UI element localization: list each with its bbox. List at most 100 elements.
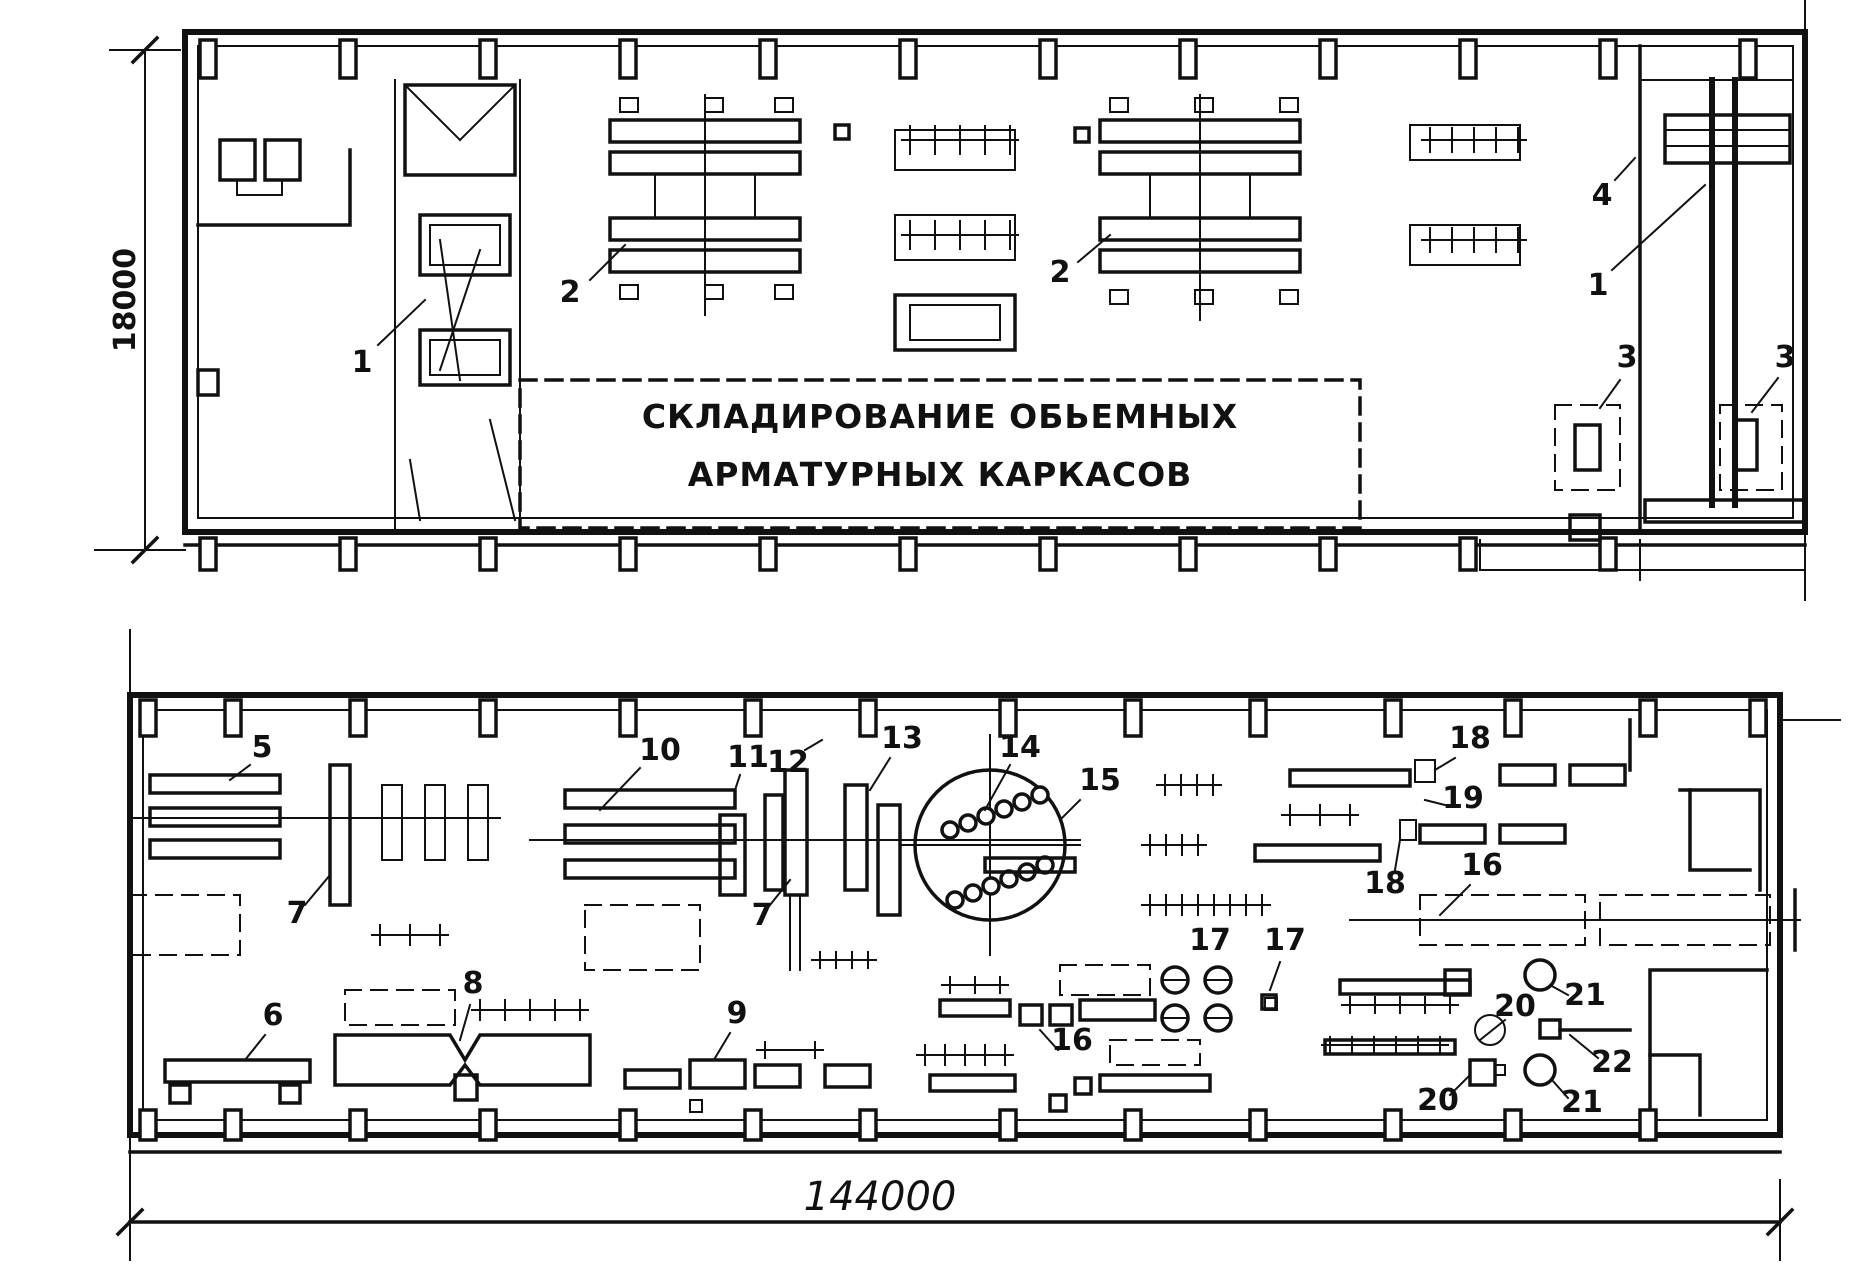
wall-column [1248, 698, 1268, 738]
wall-column [743, 1108, 763, 1142]
wall-column [478, 698, 498, 738]
callout-label: 18 [1449, 721, 1491, 756]
wall-column [898, 38, 918, 80]
bottom-rack-ticks [371, 774, 1459, 1066]
callout-label: 20 [1494, 989, 1536, 1024]
top-wall-columns [198, 38, 1758, 572]
wall-column [758, 536, 778, 572]
leader-line [1058, 798, 1082, 822]
wall-column [1503, 698, 1523, 738]
wall-column [138, 1108, 158, 1142]
wall-column [1123, 1108, 1143, 1142]
wall-column [348, 698, 368, 738]
wall-column [338, 38, 358, 80]
callout-label: 13 [881, 721, 923, 756]
callout-label: 14 [999, 730, 1041, 765]
wall-column [1038, 536, 1058, 572]
leader-line [598, 766, 642, 812]
leader-line [983, 763, 1012, 812]
leader-line [228, 763, 252, 782]
leader-line [1610, 183, 1707, 272]
callout-label: 21 [1564, 978, 1606, 1013]
leader-line [1038, 1028, 1060, 1052]
length-dimension-text: 144000 [804, 1174, 957, 1220]
wall-column [348, 1108, 368, 1142]
leader-line [1750, 376, 1780, 414]
wall-column [1638, 1108, 1658, 1142]
wall-column [198, 536, 218, 572]
fan-box [1260, 993, 1278, 1011]
wall-column [1638, 698, 1658, 738]
callout-label: 5 [252, 730, 273, 765]
wall-column [618, 38, 638, 80]
storage-label-line1: СКЛАДИРОВАНИЕ ОБЬЕМНЫХ [642, 397, 1238, 436]
wall-column [858, 1108, 878, 1142]
leader-line [1433, 756, 1457, 772]
wall-column [223, 1108, 243, 1142]
wall-column [138, 698, 158, 738]
callout-label: 15 [1079, 763, 1121, 798]
wall-column [1738, 38, 1758, 80]
callout-label: 3 [1617, 340, 1638, 375]
wall-column [618, 536, 638, 572]
callout-label: 17 [1189, 923, 1231, 958]
wall-column [1123, 698, 1143, 738]
wall-column [998, 698, 1018, 738]
turntable-cell [994, 799, 1014, 819]
dimension-length: 144000 [115, 629, 1795, 1261]
turntable-cell [1030, 785, 1050, 805]
callout-label: 9 [727, 996, 748, 1031]
leader-line [868, 756, 892, 792]
callout-label: 12 [767, 745, 809, 780]
turntable-cell [981, 876, 1001, 896]
callout-label: 17 [1264, 923, 1306, 958]
wall-column [1318, 38, 1338, 80]
callout-label: 19 [1442, 781, 1484, 816]
leader-line [458, 1003, 472, 1042]
leader-line [1550, 1078, 1570, 1100]
bottom-line-10 [529, 768, 1081, 971]
callout-label: 21 [1561, 1085, 1603, 1120]
top-forming-line-2a [608, 94, 851, 316]
bottom-line-5 [129, 763, 501, 956]
leader-line [768, 878, 792, 907]
callout-label: 2 [560, 275, 581, 310]
storage-label-line2: АРМАТУРНЫХ КАРКАСОВ [688, 455, 1193, 494]
leader-line [803, 738, 824, 752]
bottom-lower-row [163, 958, 1632, 1113]
leader-line [1568, 1033, 1600, 1060]
wall-column [1458, 536, 1478, 572]
callout-label: 7 [287, 896, 308, 931]
leader-line [303, 873, 332, 907]
wall-column [338, 536, 358, 572]
top-office-block [196, 138, 352, 397]
wall-column [1598, 536, 1618, 572]
turntable-cell [945, 890, 965, 910]
leader-line [713, 1031, 732, 1060]
callout-label: 16 [1051, 1023, 1093, 1058]
wall-column [198, 38, 218, 80]
wall-column [858, 698, 878, 738]
wall-column [223, 698, 243, 738]
wall-column [1458, 38, 1478, 80]
callout-label: 3 [1775, 340, 1796, 375]
leader-line [733, 773, 742, 792]
wall-column [1503, 1108, 1523, 1142]
wall-column [898, 536, 918, 572]
bottom-turntable-14 [899, 734, 1081, 956]
leader-line [243, 1033, 267, 1062]
callout-label: 18 [1364, 866, 1406, 901]
callout-label: 2 [1050, 255, 1071, 290]
callout-label: 1 [1588, 268, 1609, 303]
turntable-cell [963, 883, 983, 903]
leader-line [376, 298, 427, 347]
wall-column [1178, 38, 1198, 80]
wall-column [478, 38, 498, 80]
leader-line [1438, 883, 1472, 917]
wall-column [478, 1108, 498, 1142]
leader-line [588, 243, 627, 282]
leader-line [1613, 156, 1637, 182]
